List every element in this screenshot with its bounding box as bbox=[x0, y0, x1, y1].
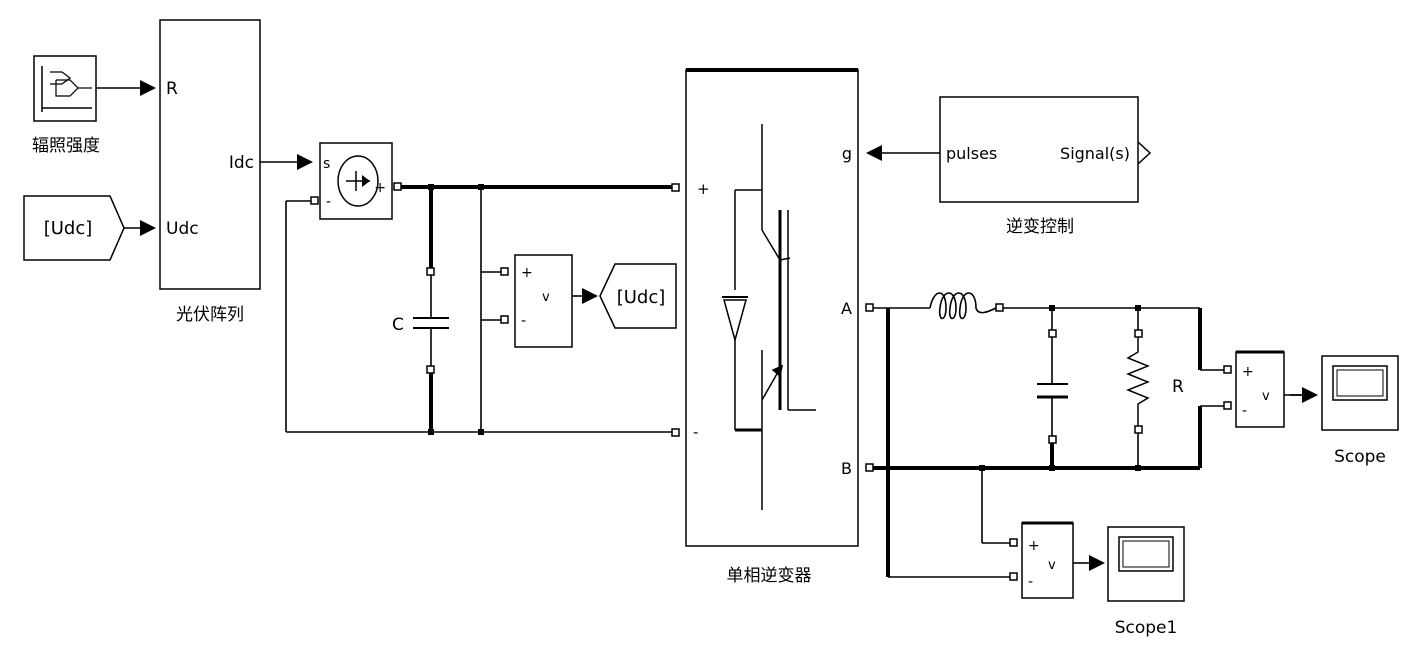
inverter-port-b: B bbox=[841, 459, 852, 478]
udc-goto-tag: [Udc] bbox=[617, 287, 666, 308]
igbt-icon bbox=[722, 124, 816, 510]
port-vmeter-load-plus bbox=[1223, 365, 1232, 374]
current-source-plus: + bbox=[374, 180, 386, 196]
inverter-block[interactable]: + - g A B bbox=[685, 68, 859, 547]
port-vmeter-dc-minus bbox=[500, 315, 509, 324]
pv-array-block[interactable]: R Udc Idc bbox=[159, 19, 261, 290]
vmeter-dc-plus-label: + bbox=[521, 265, 533, 281]
current-source-block[interactable]: s + - bbox=[319, 142, 393, 220]
vmeter-out-v-label: v bbox=[1048, 558, 1056, 573]
udc-from-block[interactable]: [Udc] bbox=[23, 195, 125, 261]
scope-caption: Scope bbox=[1334, 447, 1386, 467]
pv-port-r: R bbox=[166, 79, 178, 99]
arrow-irradiance bbox=[140, 80, 156, 96]
inductor[interactable] bbox=[929, 292, 1004, 320]
vmeter-load-v-label: v bbox=[1262, 389, 1270, 404]
port-inverter-a bbox=[865, 303, 874, 312]
inverter-control-block[interactable]: pulses Signal(s) bbox=[939, 96, 1152, 203]
scope-block[interactable] bbox=[1321, 355, 1399, 431]
arrow-to-scope bbox=[1302, 387, 1318, 403]
signal-builder-icon bbox=[41, 66, 92, 112]
pv-port-idc: Idc bbox=[229, 153, 254, 173]
inverter-caption: 单相逆变器 bbox=[727, 566, 812, 586]
scope1-screen-icon bbox=[1118, 536, 1174, 572]
pv-port-udc: Udc bbox=[166, 219, 199, 239]
scope-screen-icon bbox=[1332, 365, 1388, 401]
port-inverter-minus bbox=[671, 428, 680, 437]
port-inverter-plus bbox=[671, 183, 680, 192]
current-source-s: s bbox=[323, 156, 330, 172]
load-resistor-label: R bbox=[1172, 377, 1184, 397]
vmeter-load-plus-label: + bbox=[1242, 364, 1254, 380]
capacitor-c[interactable] bbox=[413, 267, 449, 374]
vmeter-out-minus-label: - bbox=[1028, 574, 1033, 590]
arrow-udc-in bbox=[140, 220, 156, 236]
control-pulses-label: pulses bbox=[946, 144, 997, 163]
udc-from-tag: [Udc] bbox=[44, 218, 93, 239]
arrow-idc bbox=[297, 154, 313, 170]
scope1-caption: Scope1 bbox=[1115, 618, 1178, 638]
irradiance-block[interactable] bbox=[33, 55, 97, 122]
capacitor-label: C bbox=[392, 315, 404, 335]
port-vmeter-dc-plus bbox=[500, 267, 509, 276]
inverter-port-plus: + bbox=[697, 180, 710, 198]
junction-dots bbox=[428, 184, 1141, 471]
inverter-port-minus: - bbox=[693, 423, 698, 441]
port-vmeter-out-plus bbox=[1009, 538, 1018, 547]
arrow-to-goto bbox=[582, 288, 598, 304]
port-vmeter-load-minus bbox=[1223, 401, 1232, 410]
port-inverter-b bbox=[865, 463, 874, 472]
inverter-port-a: A bbox=[841, 299, 852, 318]
udc-goto-block[interactable]: [Udc] bbox=[599, 263, 677, 329]
vmeter-load-minus-label: - bbox=[1242, 403, 1247, 419]
voltage-meter-load[interactable]: + v - bbox=[1235, 350, 1285, 428]
scope1-block[interactable] bbox=[1107, 526, 1185, 602]
load-resistor[interactable] bbox=[1125, 329, 1151, 434]
control-signal-label: Signal(s) bbox=[1060, 144, 1130, 163]
port-source-plus bbox=[393, 182, 402, 191]
vmeter-dc-minus-label: - bbox=[521, 313, 526, 329]
voltage-meter-dc[interactable]: + v - bbox=[514, 254, 573, 348]
inverter-control-caption: 逆变控制 bbox=[1006, 217, 1074, 237]
port-vmeter-out-minus bbox=[1009, 572, 1018, 581]
voltage-meter-out[interactable]: + v - bbox=[1021, 521, 1074, 599]
arrow-pulses-to-g bbox=[866, 145, 882, 161]
vmeter-out-plus-label: + bbox=[1028, 538, 1040, 554]
signal-input-chevron-icon bbox=[1137, 141, 1152, 165]
pv-array-caption: 光伏阵列 bbox=[176, 305, 244, 325]
power-wires bbox=[285, 185, 1227, 578]
current-source-minus: - bbox=[326, 194, 331, 210]
output-capacitor[interactable] bbox=[1037, 329, 1068, 444]
irradiance-caption: 辐照强度 bbox=[32, 136, 100, 156]
arrow-to-scope1 bbox=[1089, 555, 1105, 571]
vmeter-dc-v-label: v bbox=[542, 290, 550, 305]
port-source-minus bbox=[310, 196, 319, 205]
inverter-port-g: g bbox=[842, 144, 852, 163]
